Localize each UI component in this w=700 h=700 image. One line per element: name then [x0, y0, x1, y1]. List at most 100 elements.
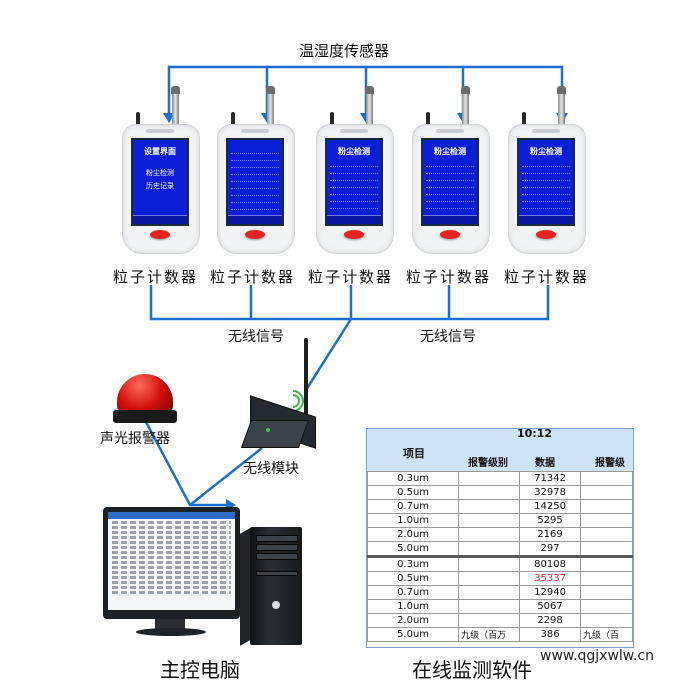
power-button — [150, 230, 170, 239]
row-data: 386 — [519, 627, 581, 642]
row-alarm-level — [458, 471, 521, 486]
row-item: 2.0um — [367, 613, 460, 628]
row-data: 32978 — [519, 485, 581, 500]
row-alarm-level-2: 九级（百 — [579, 627, 633, 642]
row-item: 5.0um — [367, 541, 460, 557]
row-alarm-level-2 — [579, 513, 633, 528]
row-alarm-level — [458, 599, 521, 614]
row-data: 2298 — [519, 613, 581, 628]
alarm-light-icon — [117, 374, 173, 412]
antenna-stub — [136, 112, 140, 128]
device-screen — [226, 138, 284, 226]
row-data: 2169 — [519, 527, 581, 542]
table-row: 2.0um 2298 — [367, 613, 633, 628]
antenna-stub — [522, 112, 526, 128]
row-alarm-level-2 — [579, 599, 633, 614]
module-label: 无线模块 — [243, 461, 299, 477]
row-alarm-level — [458, 571, 521, 586]
row-data: 71342 — [519, 471, 581, 486]
row-item: 0.3um — [367, 556, 460, 572]
antenna-stub — [330, 112, 334, 128]
alarm-base — [113, 410, 177, 423]
row-alarm-level-2 — [579, 613, 633, 628]
sensor-title: 温湿度传感器 — [299, 42, 390, 60]
device-screen: 粉尘检测 — [421, 138, 479, 226]
header-item: 项目 — [403, 447, 425, 460]
wireless-signal-label-left: 无线信号 — [228, 329, 284, 345]
row-data: 12940 — [519, 585, 581, 600]
menu-item: 粉尘检测 — [146, 169, 174, 177]
row-data: 5067 — [519, 599, 581, 614]
row-data: 14250 — [519, 499, 581, 514]
table-row: 0.5um 32978 — [367, 485, 633, 500]
status-led — [266, 428, 270, 432]
row-item: 0.5um — [367, 485, 460, 500]
row-item: 2.0um — [367, 527, 460, 542]
row-item: 5.0um — [367, 627, 460, 642]
row-item: 1.0um — [367, 513, 460, 528]
row-item: 0.5um — [367, 571, 460, 586]
row-alarm-level — [458, 556, 521, 572]
row-alarm-level — [458, 499, 521, 514]
row-data: 5295 — [519, 513, 581, 528]
table-header — [367, 429, 633, 471]
row-alarm-level — [458, 485, 521, 500]
monitor-screen — [108, 512, 235, 610]
device-label-5: 粒子计数器 — [504, 268, 590, 286]
row-data: 297 — [519, 541, 581, 557]
row-data: 35337 — [519, 571, 581, 586]
screen-title: 设置界面 — [144, 147, 176, 156]
wireless-bus-line — [149, 285, 550, 321]
temperature-probe — [266, 86, 275, 128]
power-button — [344, 230, 364, 239]
row-item: 1.0um — [367, 599, 460, 614]
power-button — [440, 230, 460, 239]
wireless-signal-label-right: 无线信号 — [420, 329, 476, 345]
row-alarm-level-2 — [579, 541, 633, 557]
power-button — [245, 230, 265, 239]
software-label: 在线监测软件 — [412, 658, 532, 682]
wireless-module-face — [240, 420, 310, 448]
device-label-3: 粒子计数器 — [308, 268, 394, 286]
particle-counter-3: 粉尘检测 — [316, 86, 394, 254]
temperature-probe — [461, 86, 470, 128]
table-row: 2.0um 2169 — [367, 527, 633, 542]
row-alarm-level-2 — [579, 499, 633, 514]
wireless-to-module-line — [304, 318, 353, 391]
table-row: 0.5um 35337 — [367, 571, 633, 586]
screen-title: 粉尘检测 — [338, 147, 370, 156]
row-item: 0.7um — [367, 585, 460, 600]
menu-item: 历史记录 — [146, 182, 174, 191]
antenna-stub — [426, 112, 430, 128]
monitor-foot — [136, 628, 206, 636]
alarm-label: 声光报警器 — [100, 431, 170, 447]
row-alarm-level-2 — [579, 556, 633, 572]
row-alarm-level: 九级（百万 — [458, 627, 521, 642]
row-alarm-level-2 — [579, 485, 633, 500]
device-screen: 设置界面 粉尘检测 历史记录 — [131, 138, 189, 226]
device-label-2: 粒子计数器 — [210, 268, 296, 286]
temperature-probe — [557, 86, 566, 128]
device-label-4: 粒子计数器 — [406, 268, 492, 286]
row-alarm-level — [458, 585, 521, 600]
table-row: 1.0um 5067 — [367, 599, 633, 614]
header-alarm-level: 报警级别 — [468, 458, 508, 469]
watermark: www.qgjxwlw.cn — [540, 648, 654, 664]
device-screen: 粉尘检测 — [325, 138, 383, 226]
temperature-probe — [171, 86, 180, 128]
row-alarm-level-2 — [579, 585, 633, 600]
device-screen: 粉尘检测 — [517, 138, 575, 226]
row-alarm-level-2 — [579, 471, 633, 486]
row-alarm-level — [458, 527, 521, 542]
particle-counter-1: 设置界面 粉尘检测 历史记录 — [122, 86, 200, 254]
header-data: 数据 — [535, 458, 555, 469]
row-item: 0.3um — [367, 471, 460, 486]
particle-counter-2 — [217, 86, 295, 254]
row-alarm-level-2 — [579, 571, 633, 586]
antenna-stub — [231, 112, 235, 128]
screen-title: 粉尘检测 — [434, 147, 466, 156]
row-item: 0.7um — [367, 499, 460, 514]
